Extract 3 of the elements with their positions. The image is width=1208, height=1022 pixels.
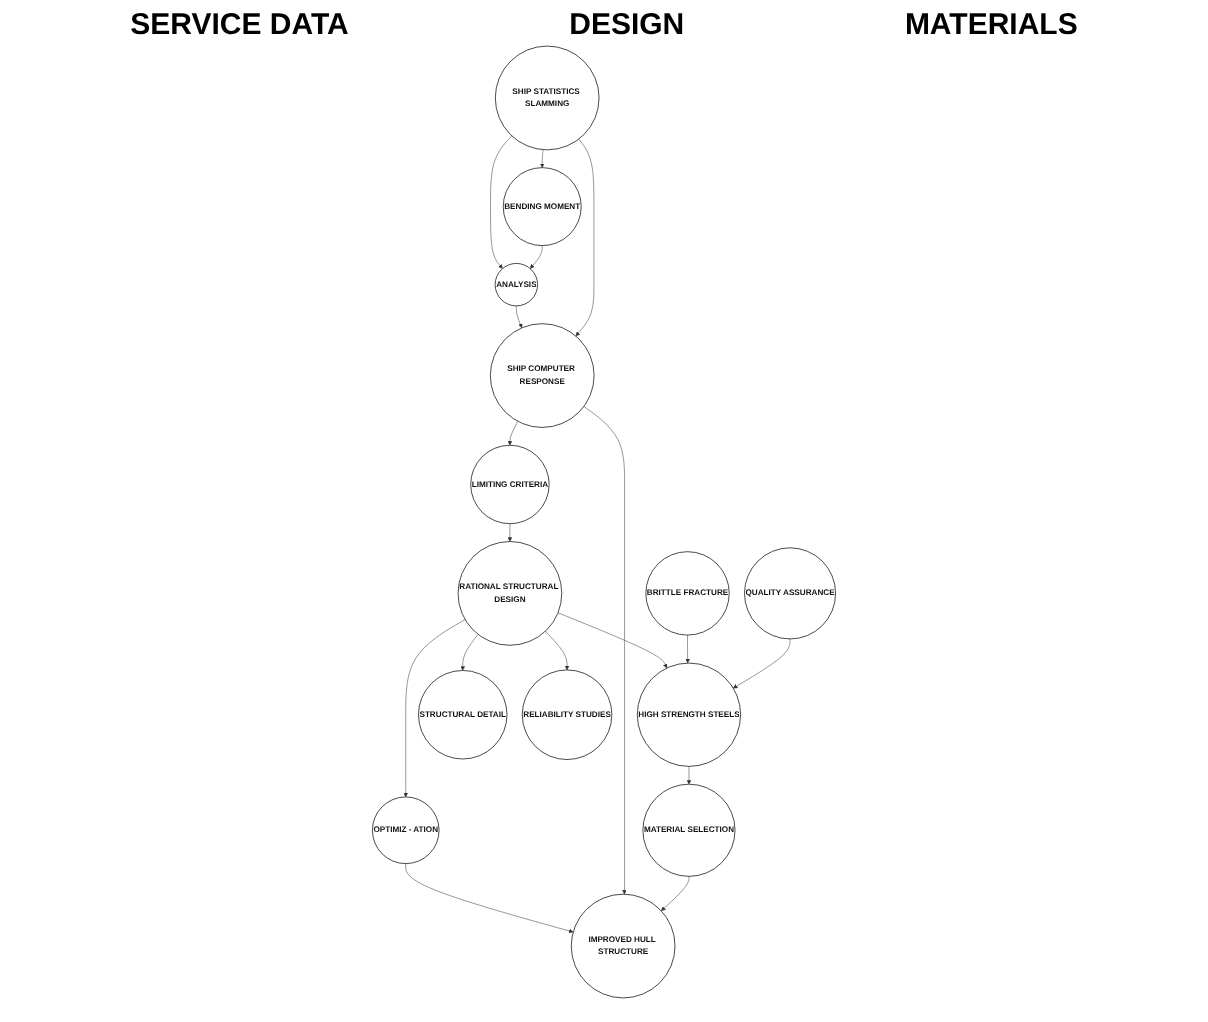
column-heading: SERVICE DATA (130, 8, 349, 42)
column-heading: MATERIALS (904, 8, 1078, 42)
column-heading: DESIGN (569, 8, 685, 42)
